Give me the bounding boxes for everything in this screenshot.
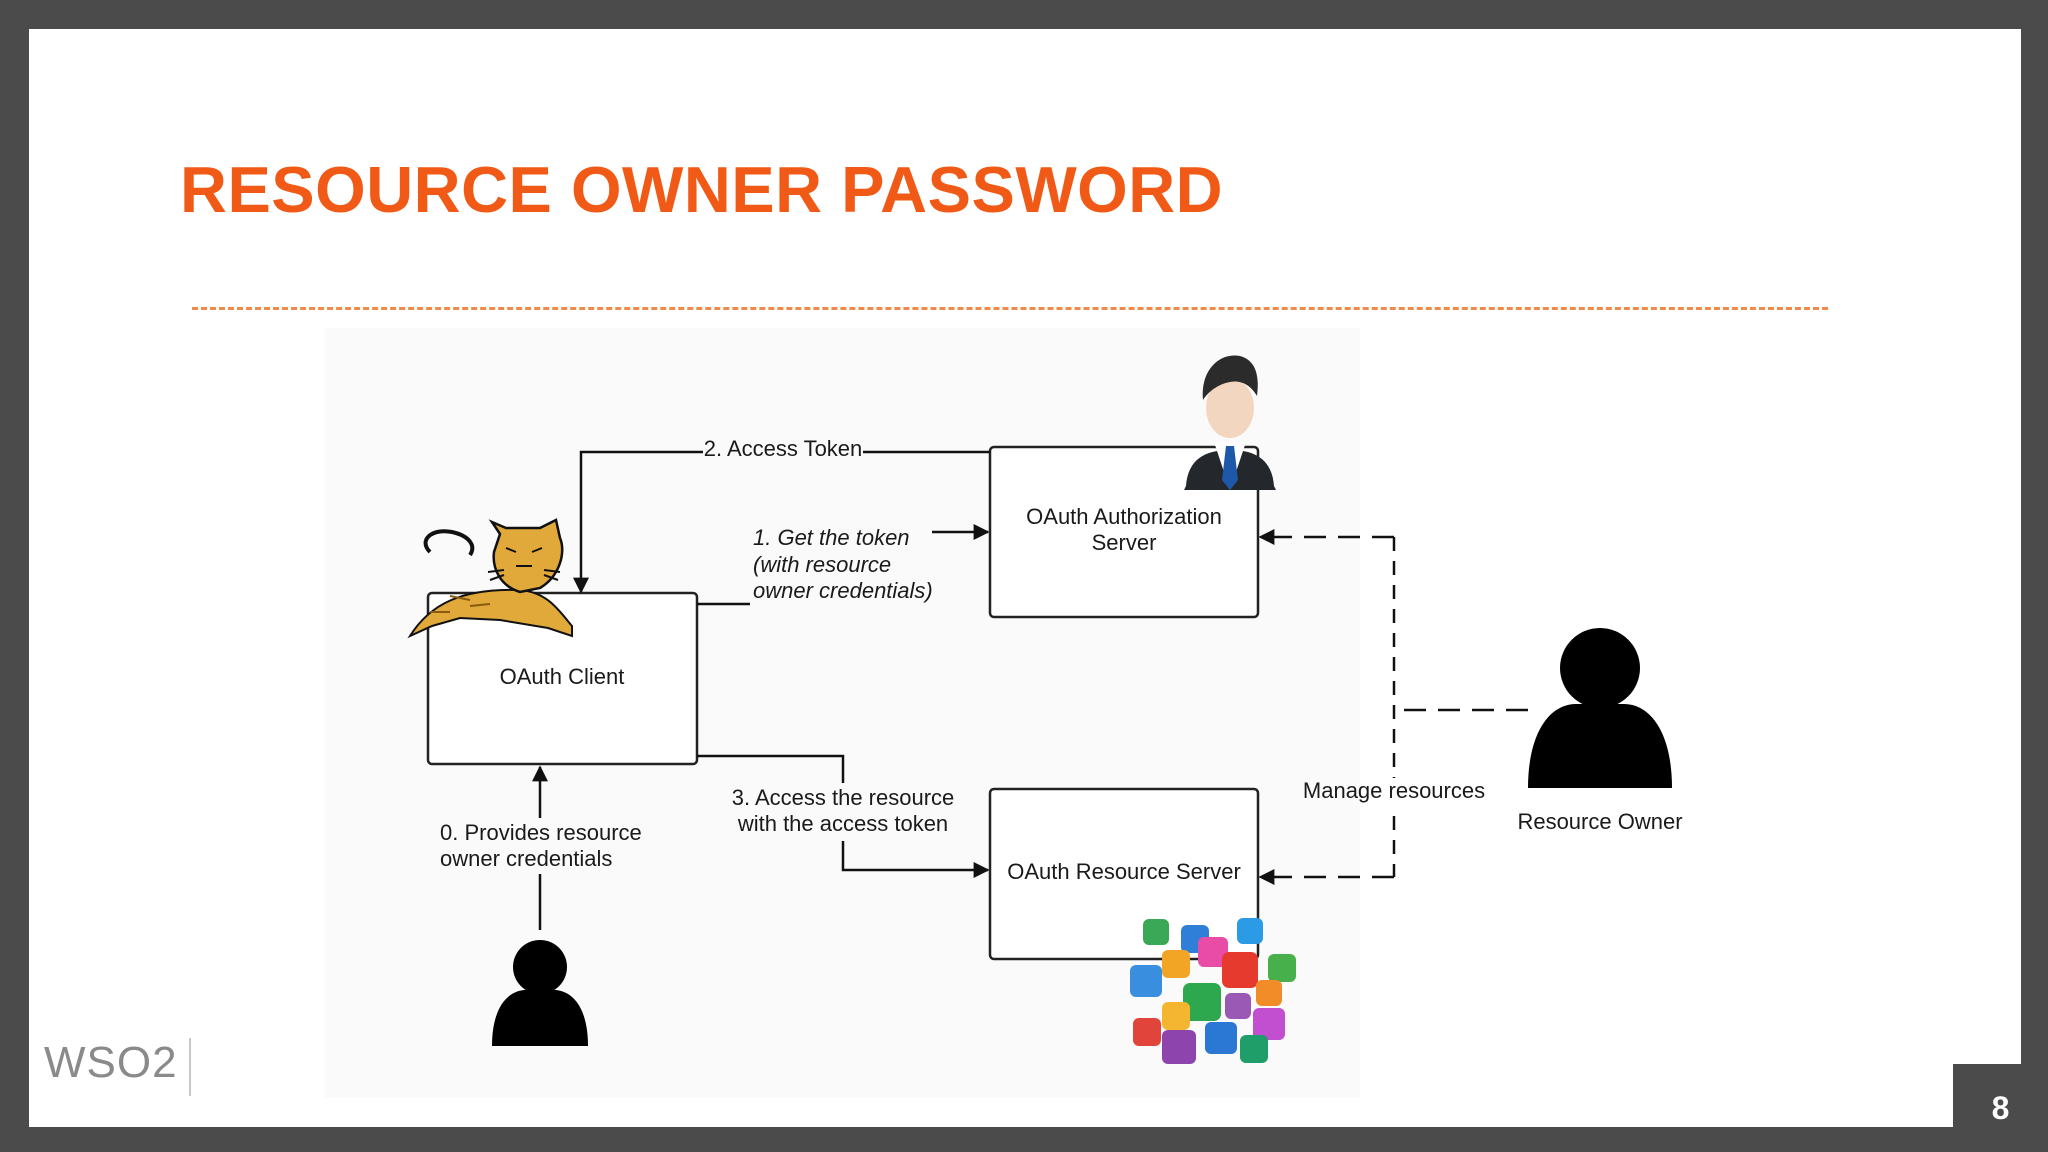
resource-owner-label: Resource Owner — [1517, 809, 1682, 834]
oauth-client-label: OAuth Client — [500, 664, 625, 689]
access-resource-label-line1: 3. Access the resource — [732, 785, 955, 810]
manage-resources-label: Manage resources — [1303, 778, 1485, 803]
get-token-label-line3: owner credentials) — [753, 578, 933, 603]
resource-owner-person-icon — [1528, 628, 1672, 788]
access-resource-edge — [697, 754, 988, 870]
auth-server-label-line2: Server — [1092, 530, 1157, 555]
access-token-edge — [581, 450, 990, 592]
tomcat-cat-icon — [407, 518, 573, 639]
provides-credentials-label-line2: owner credentials — [440, 846, 612, 871]
page-title: RESOURCE OWNER PASSWORD — [180, 153, 1224, 226]
access-resource-label-line2: with the access token — [737, 811, 948, 836]
businessman-icon — [1184, 355, 1276, 490]
wso2-logo: WSO2 — [44, 1038, 178, 1087]
get-token-label-line2: (with resource — [753, 552, 891, 577]
footer-divider — [189, 1038, 191, 1096]
resource-server-label: OAuth Resource Server — [1007, 859, 1241, 884]
app-icons-cluster — [1130, 918, 1296, 1064]
page-number: 8 — [1953, 1064, 2048, 1152]
provides-credentials-label-line1: 0. Provides resource — [440, 820, 642, 845]
access-token-label: 2. Access Token — [704, 436, 863, 461]
get-token-label-line1: 1. Get the token — [753, 525, 910, 550]
user-person-icon — [492, 940, 588, 1046]
oauth-client-box — [426, 591, 699, 766]
title-divider — [192, 307, 1828, 310]
auth-server-label-line1: OAuth Authorization — [1026, 504, 1222, 529]
